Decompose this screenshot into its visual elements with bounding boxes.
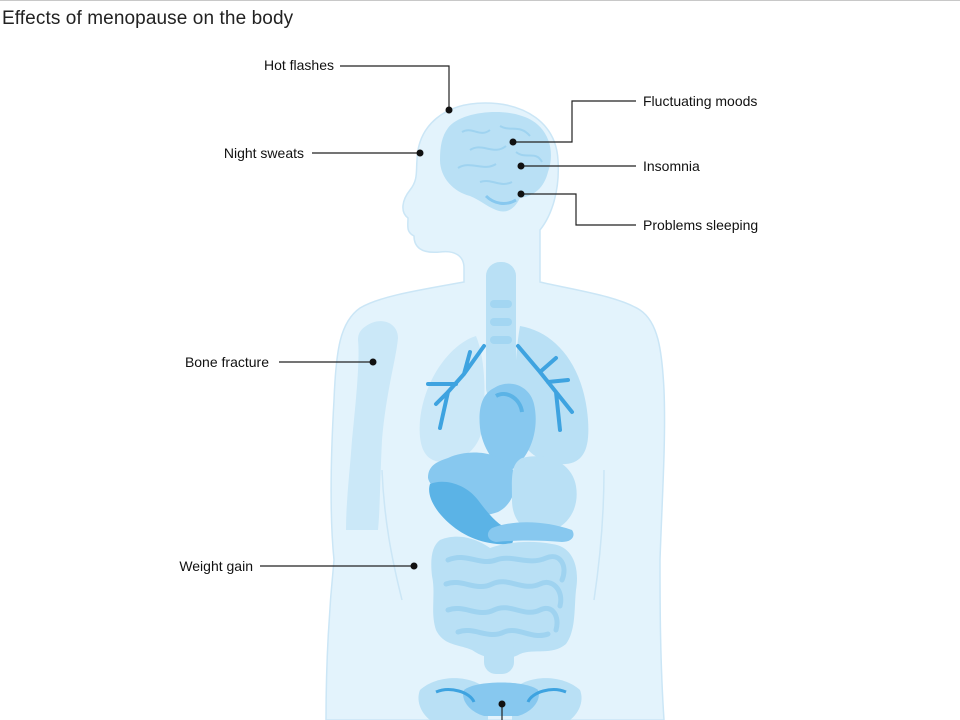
intestines-organ	[431, 536, 577, 674]
uterus-organ	[418, 678, 582, 720]
weight-gain-label: Weight gain	[179, 558, 253, 574]
problems-sleeping-label: Problems sleeping	[643, 217, 758, 233]
fluctuating-moods-label: Fluctuating moods	[643, 93, 757, 109]
hot-flashes-dot	[445, 106, 453, 114]
problems-sleeping-leader	[521, 193, 636, 226]
fluctuating-moods-leader	[513, 100, 636, 143]
arm-bone	[346, 321, 398, 530]
insomnia-label: Insomnia	[643, 158, 700, 174]
hot-flashes-label: Hot flashes	[264, 57, 334, 73]
problems-sleeping-dot	[517, 190, 525, 198]
trachea-organ	[486, 262, 516, 402]
page-title: Effects of menopause on the body	[2, 8, 294, 29]
fluctuating-moods-dot	[509, 138, 517, 146]
night-sweats-label: Night sweats	[224, 145, 304, 161]
heart-organ	[479, 383, 536, 472]
stomach-organ	[511, 456, 577, 533]
bone-fracture-label: Bone fracture	[185, 354, 269, 370]
labels: Hot flashes Night sweats Fluctuating moo…	[179, 57, 758, 574]
pancreas-organ	[487, 522, 574, 542]
uterus-dot	[498, 700, 506, 708]
marker-dots	[369, 106, 525, 708]
weight-gain-dot	[410, 562, 418, 570]
hot-flashes-leader	[340, 65, 450, 110]
bone-fracture-dot	[369, 358, 377, 366]
night-sweats-dot	[416, 149, 424, 157]
insomnia-dot	[517, 162, 525, 170]
top-divider	[0, 0, 960, 1]
brain-organ	[440, 112, 551, 212]
